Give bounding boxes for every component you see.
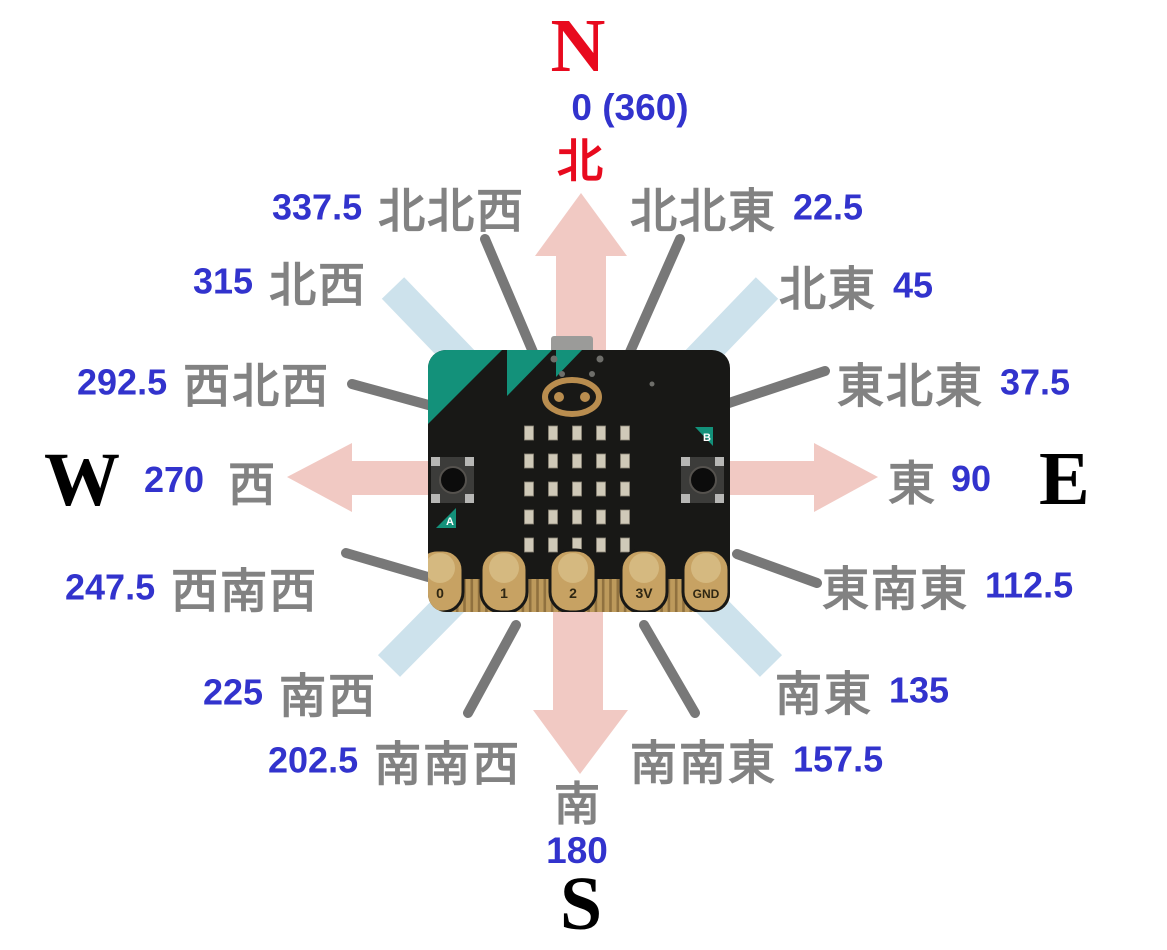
east-kanji: 東	[888, 456, 937, 510]
label-nw: 315 北西	[193, 247, 367, 316]
board-body	[428, 350, 730, 612]
label-wnw: 292.5 西北西	[77, 348, 330, 417]
sw-degrees: 225	[203, 671, 264, 712]
edge-connector: 0 1 2 3V GND	[428, 548, 730, 612]
ssw-kanji: 南南西	[374, 737, 522, 791]
south-kanji: 南	[554, 778, 600, 830]
nnw-kanji: 北北西	[378, 184, 526, 238]
wsw-degrees: 247.5	[65, 566, 156, 607]
wnw-kanji: 西北西	[183, 359, 331, 413]
leader-line-nne	[625, 234, 685, 357]
ene-degrees: 37.5	[1000, 361, 1071, 402]
west-letter: W	[44, 438, 120, 522]
pin-labels: 0 1 2 3V GND	[436, 585, 720, 601]
sw-kanji: 南西	[279, 669, 378, 723]
nnw-degrees: 337.5	[272, 186, 363, 227]
ssw-degrees: 202.5	[268, 739, 359, 780]
button-a	[431, 457, 474, 503]
wnw-degrees: 292.5	[77, 361, 168, 402]
east-letter: E	[1039, 437, 1090, 521]
nne-degrees: 22.5	[793, 186, 864, 227]
label-sw: 225 南西	[203, 658, 377, 727]
south-arrow	[533, 608, 628, 774]
teal-corner-pattern	[428, 350, 582, 424]
south-letter: S	[559, 862, 603, 946]
label-nnw: 337.5 北北西	[272, 173, 525, 242]
nw-kanji: 北西	[269, 258, 368, 312]
ene-kanji: 東北東	[837, 359, 984, 413]
north-arrow	[535, 193, 627, 354]
wsw-kanji: 西南西	[171, 564, 319, 618]
pin-label-gnd: GND	[693, 587, 720, 601]
microbit-board: A B 0 1 2 3V GND	[428, 336, 730, 612]
west-kanji: 西	[228, 457, 278, 511]
leader-line-ssw	[463, 620, 521, 718]
sse-kanji: 南南東	[630, 736, 777, 790]
label-nne: 北北東 22.5	[630, 173, 863, 242]
connector-pads	[428, 548, 730, 612]
label-ssw: 202.5 南南西	[268, 726, 521, 795]
label-ne: 北東 45	[779, 251, 933, 320]
pin-label-3v: 3V	[635, 585, 653, 601]
ne-degrees: 45	[893, 264, 934, 305]
leader-lines	[341, 234, 830, 718]
label-ene: 東北東 37.5	[837, 348, 1070, 417]
leader-line-sse	[639, 620, 700, 718]
board-dots	[550, 355, 655, 387]
leader-line-ene	[721, 366, 830, 409]
label-west: W 270 西	[44, 442, 277, 518]
se-kanji: 南東	[775, 667, 873, 721]
pin-label-1: 1	[500, 585, 508, 601]
ese-degrees: 112.5	[985, 564, 1074, 605]
svg-text:B: B	[703, 432, 711, 444]
svg-text:A: A	[446, 516, 454, 528]
leader-line-nnw	[480, 234, 538, 357]
se-degrees: 135	[889, 669, 950, 710]
usb-connector	[551, 336, 593, 354]
label-east: 東 90 E	[888, 441, 1090, 517]
north-degrees: 0 (360)	[571, 87, 689, 128]
leader-line-ese	[732, 549, 822, 588]
led-matrix	[524, 425, 630, 553]
north-letter: N	[550, 4, 606, 88]
east-arrow	[728, 443, 878, 512]
label-se: 南東 135	[775, 656, 949, 725]
button-a-label: A	[436, 508, 456, 528]
label-ese: 東南東 112.5	[822, 551, 1073, 620]
button-b	[681, 457, 724, 503]
label-wsw: 247.5 西南西	[65, 553, 318, 622]
west-degrees: 270	[144, 459, 205, 500]
ne-kanji: 北東	[779, 262, 877, 316]
pin-label-2: 2	[569, 585, 577, 601]
nw-degrees: 315	[193, 260, 254, 301]
pin-label-0: 0	[436, 585, 444, 601]
west-arrow	[287, 443, 432, 512]
leader-line-wnw	[347, 379, 448, 414]
nne-kanji: 北北東	[630, 184, 777, 238]
south-degrees: 180	[546, 830, 608, 871]
north-kanji: 北	[557, 135, 603, 187]
leader-line-wsw	[341, 548, 433, 582]
label-sse: 南南東 157.5	[630, 725, 883, 794]
board-logo	[542, 377, 602, 417]
east-degrees: 90	[951, 458, 992, 499]
button-b-label: B	[695, 427, 713, 446]
ese-kanji: 東南東	[822, 562, 969, 616]
sse-degrees: 157.5	[793, 738, 884, 779]
